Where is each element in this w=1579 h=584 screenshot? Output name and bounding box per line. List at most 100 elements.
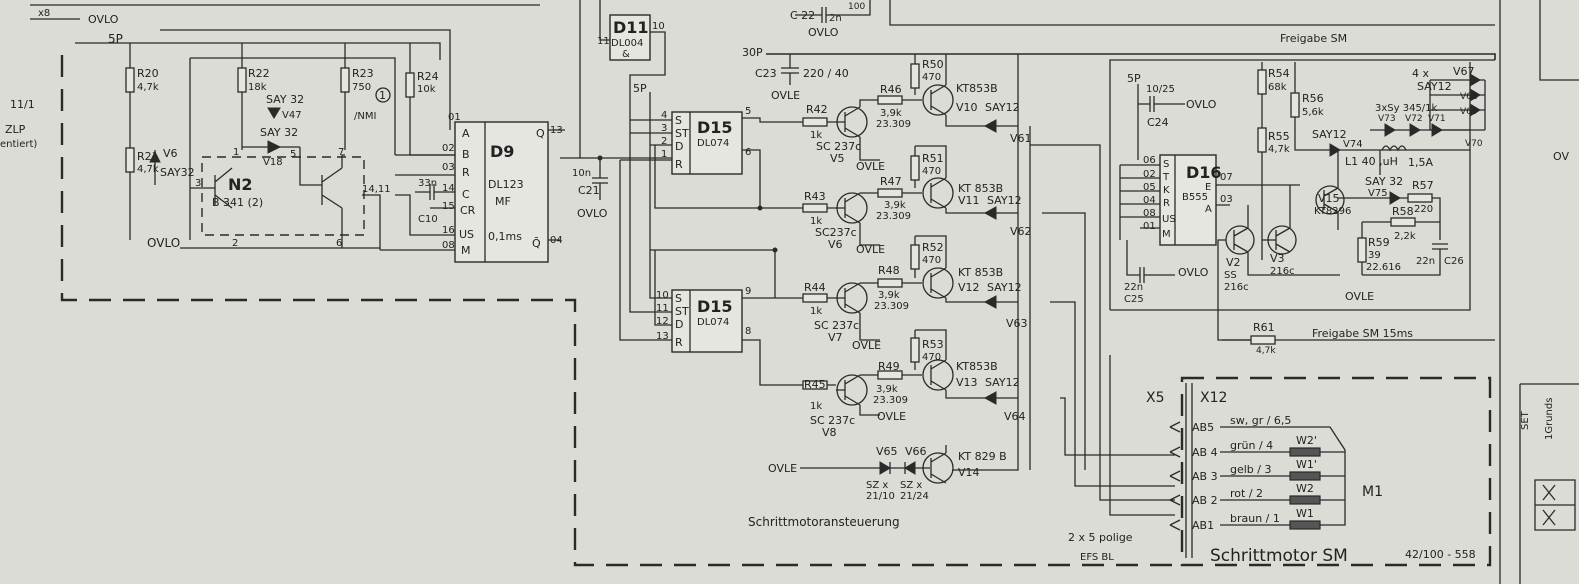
r46-num: 23.309 [876, 119, 911, 130]
resistor-r24 [405, 72, 415, 98]
d9-n01: 01 [448, 112, 461, 123]
c10-label: C10 [418, 214, 438, 225]
diode-v47-icon [267, 107, 281, 119]
r61-label: R61 [1253, 321, 1275, 334]
resistor-r23 [340, 67, 350, 93]
n2-label: N2 [228, 175, 253, 194]
r55-value: 4,7k [1268, 144, 1290, 155]
ov-label: OV [1553, 150, 1569, 163]
d16-pin-k: K [1163, 185, 1170, 196]
wire-rot-label: rot / 2 [1230, 487, 1263, 500]
v67-label: V67 [1453, 65, 1475, 78]
v73-label: V73 [1378, 114, 1396, 124]
r48-value: 3,9k [878, 290, 900, 301]
d9-pin-c: C [462, 188, 470, 201]
board-boundary [60, 0, 1579, 584]
side-label-3: entiert) [0, 139, 37, 150]
driver-stage-2: R43 1k SC237c V6 OVLE R47 3,9k 23.309 R5… [800, 145, 1032, 256]
winding-w1 [1289, 520, 1321, 530]
r49-label: R49 [878, 360, 900, 373]
pin-5-label: 5 [290, 149, 296, 160]
power-rail-30p: 30P C23 220 / 40 OVLE 5P [633, 46, 1496, 280]
r20-value: 4,7k [137, 82, 159, 93]
d9-monoflop: D9 DL123 MF 0,1ms A B R C CR US M Q Q̄ 0… [380, 112, 565, 263]
r24-label: R24 [417, 70, 439, 83]
d15a-n2: 2 [661, 136, 667, 147]
c10-value: 33n [418, 178, 437, 189]
r47-label: R47 [880, 175, 902, 188]
d15b-block [671, 289, 743, 353]
r58-value: 2,2k [1394, 231, 1416, 242]
d16-n08: 08 [1143, 208, 1156, 219]
v5-part: SC 237c [816, 140, 861, 153]
top-left-section: OVLO x8 5P R20 4,7k R21 4,7k V6 SAY32 R2… [0, 4, 540, 250]
ab1-label: AB1 [1192, 519, 1214, 532]
v15-part: KT8296 [1314, 206, 1351, 217]
v72-label: V72 [1405, 114, 1423, 124]
r59-value: 39 [1368, 250, 1381, 261]
r52-value: 470 [922, 255, 941, 266]
v3-part: 216c [1270, 266, 1295, 277]
v14-stage: OVLE V65 V66 SZ x 21/10 SZ x 21/24 KT 82… [748, 445, 1007, 529]
r45-label: R45 [804, 378, 826, 391]
v47-label: V47 [282, 110, 302, 121]
d9-label: D9 [490, 142, 514, 161]
w2-label: W2 [1296, 482, 1314, 495]
r49-value: 3,9k [876, 384, 898, 395]
r42-value: 1k [810, 130, 822, 141]
d16-pin-a: A [1205, 204, 1212, 215]
pin-3-label: 3 [195, 178, 201, 189]
wire-sw-label: sw, gr / 6,5 [1230, 414, 1291, 427]
d9-pin-q: Q [536, 127, 545, 140]
r20-label: R20 [137, 67, 159, 80]
r22-value: 18k [248, 82, 267, 93]
inductor-l1 [1381, 145, 1407, 152]
r21-value: 4,7k [137, 164, 159, 175]
r58-label: R58 [1392, 205, 1414, 218]
side-label-1: 11/1 [10, 98, 35, 111]
d15a-n5: 5 [745, 106, 751, 117]
d16-pin-e: E [1205, 182, 1211, 193]
d15b-label: D15 [697, 297, 733, 316]
d9-pin-us: US [459, 228, 474, 241]
d15b-flipflop: D15 DL074 S ST D R 10 11 12 13 9 8 [619, 115, 800, 386]
marker-circle [375, 87, 391, 103]
v10-label: V10 [956, 101, 978, 114]
d15a-n4: 4 [661, 110, 667, 121]
connector-x12: X5 X12 AB5 AB 4 AB 3 AB 2 AB1 sw, gr / 6… [1068, 383, 1476, 566]
sz-label-a: SZ x [866, 480, 888, 491]
right-strip: OV SET 1Grunds [1520, 150, 1576, 531]
l1-current: 1,5A [1408, 156, 1433, 169]
d9-mf: MF [495, 195, 511, 208]
r56-label: R56 [1302, 92, 1324, 105]
wire-braun-label: braun / 1 [1230, 512, 1280, 525]
r57-value: 220 [1414, 204, 1433, 215]
r42-label: R42 [806, 103, 828, 116]
say32-label-a: SAY32 [160, 166, 195, 179]
ab5-label: AB5 [1192, 421, 1214, 434]
d9-n15: 15 [442, 201, 455, 212]
d11-pin10: 10 [652, 21, 665, 32]
r46-value: 3,9k [880, 108, 902, 119]
d15b-n10: 10 [656, 290, 669, 301]
d16-pin-r: R [1163, 198, 1170, 209]
resistor-r20 [125, 67, 135, 93]
pin-7-label: 7 [338, 147, 344, 158]
v7-label: V7 [828, 331, 843, 344]
v10-say12: SAY12 [985, 101, 1020, 114]
c26-value: 22n [1416, 256, 1435, 267]
r46-label: R46 [880, 83, 902, 96]
x12-label: X12 [1200, 390, 1227, 406]
d15b-part: DL074 [697, 317, 729, 328]
v12-part: KT 853B [958, 266, 1003, 279]
d9-pin-qn: Q̄ [532, 237, 541, 250]
n2-optocoupler-outline [201, 156, 365, 236]
r44-label: R44 [804, 281, 826, 294]
v18-label: V18 [263, 157, 283, 168]
v65-label: V65 [876, 445, 898, 458]
v68-label: V68 [1460, 92, 1478, 102]
d16-n01: 01 [1143, 221, 1156, 232]
v66-label: V66 [905, 445, 927, 458]
c22-value: 2n [829, 13, 842, 24]
d11-part: DL004 [611, 38, 643, 49]
